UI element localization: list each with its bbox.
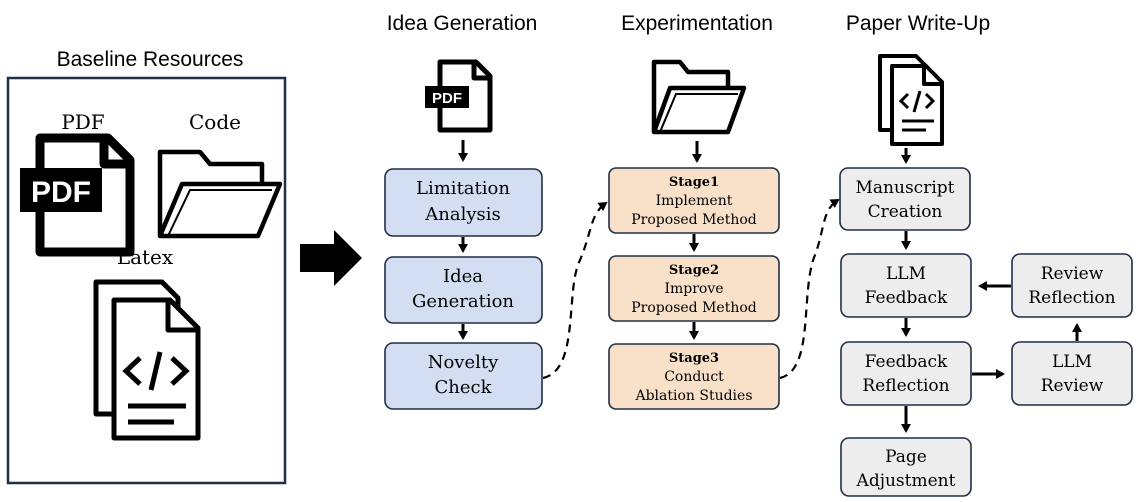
latex-document-icon (93, 279, 201, 441)
idea-step-generation-line2: Generation (412, 291, 514, 312)
idea-step-novelty: Novelty Check (384, 342, 543, 410)
paper-document-icon (878, 54, 944, 146)
dashed-connector-idea-to-experiment (542, 201, 608, 380)
idea-step-limitation-line2: Analysis (424, 204, 500, 225)
experiment-title: Experimentation (621, 12, 773, 35)
paper-llm-feedback: LLM Feedback (840, 253, 972, 318)
experiment-stage3-line1: Conduct (664, 369, 724, 385)
paper-review-reflection-line1: Review (1041, 264, 1104, 284)
idea-step-generation-line1: Idea (443, 266, 483, 287)
paper-review-reflection-line2: Reflection (1028, 288, 1115, 308)
experiment-stage2-name: Stage2 (669, 263, 719, 278)
experiment-stage3: Stage3 Conduct Ablation Studies (608, 343, 780, 410)
paper-llm-review: LLM Review (1011, 341, 1133, 406)
experiment-stage3-line2: Ablation Studies (634, 388, 752, 404)
idea-title: Idea Generation (387, 12, 538, 35)
paper-feedback-reflection-line1: Feedback (865, 352, 948, 372)
flow-arrow (300, 230, 362, 286)
paper-review-reflection: Review Reflection (1011, 253, 1133, 318)
experiment-stage3-name: Stage3 (669, 351, 719, 366)
paper-llm-feedback-line2: Feedback (865, 288, 948, 308)
paper-llm-review-line1: LLM (1052, 352, 1092, 372)
experiment-stage2: Stage2 Improve Proposed Method (608, 255, 780, 322)
paper-page-adjustment-line1: Page (885, 447, 927, 467)
experiment-folder-icon (651, 59, 747, 135)
idea-step-limitation: Limitation Analysis (384, 168, 543, 237)
experiment-stage1-name: Stage1 (669, 175, 719, 190)
idea-step-generation: Idea Generation (384, 256, 543, 324)
paper-title: Paper Write-Up (846, 12, 990, 35)
baseline-code-label: Code (189, 110, 241, 134)
experiment-stage1: Stage1 Implement Proposed Method (608, 167, 780, 234)
experiment-stage1-line2: Proposed Method (631, 212, 757, 228)
paper-manuscript-creation: Manuscript Creation (839, 167, 971, 231)
paper-page-adjustment-line2: Adjustment (856, 471, 956, 491)
idea-step-novelty-line1: Novelty (428, 352, 499, 373)
idea-step-limitation-line1: Limitation (416, 178, 510, 199)
paper-feedback-reflection-line2: Reflection (862, 376, 949, 396)
paper-feedback-reflection: Feedback Reflection (840, 341, 972, 406)
experiment-stage2-line2: Proposed Method (631, 300, 757, 316)
paper-llm-feedback-line1: LLM (886, 264, 926, 284)
experiment-stage2-line1: Improve (664, 281, 723, 297)
pdf-icon-badge: PDF (31, 176, 91, 209)
experiment-stage1-line1: Implement (656, 193, 733, 209)
idea-step-novelty-line2: Check (434, 377, 492, 398)
paper-manuscript-line1: Manuscript (856, 178, 955, 198)
baseline-pdf-label: PDF (61, 110, 104, 134)
folder-icon (157, 149, 283, 239)
dashed-connector-experiment-to-paper (779, 198, 840, 380)
idea-pdf-badge: PDF (432, 90, 462, 107)
pdf-file-icon: PDF (20, 133, 135, 257)
idea-pdf-icon: PDF (425, 59, 493, 133)
paper-manuscript-line2: Creation (868, 202, 943, 222)
baseline-title: Baseline Resources (57, 48, 244, 71)
paper-llm-review-line2: Review (1041, 376, 1104, 396)
paper-page-adjustment: Page Adjustment (840, 437, 972, 497)
